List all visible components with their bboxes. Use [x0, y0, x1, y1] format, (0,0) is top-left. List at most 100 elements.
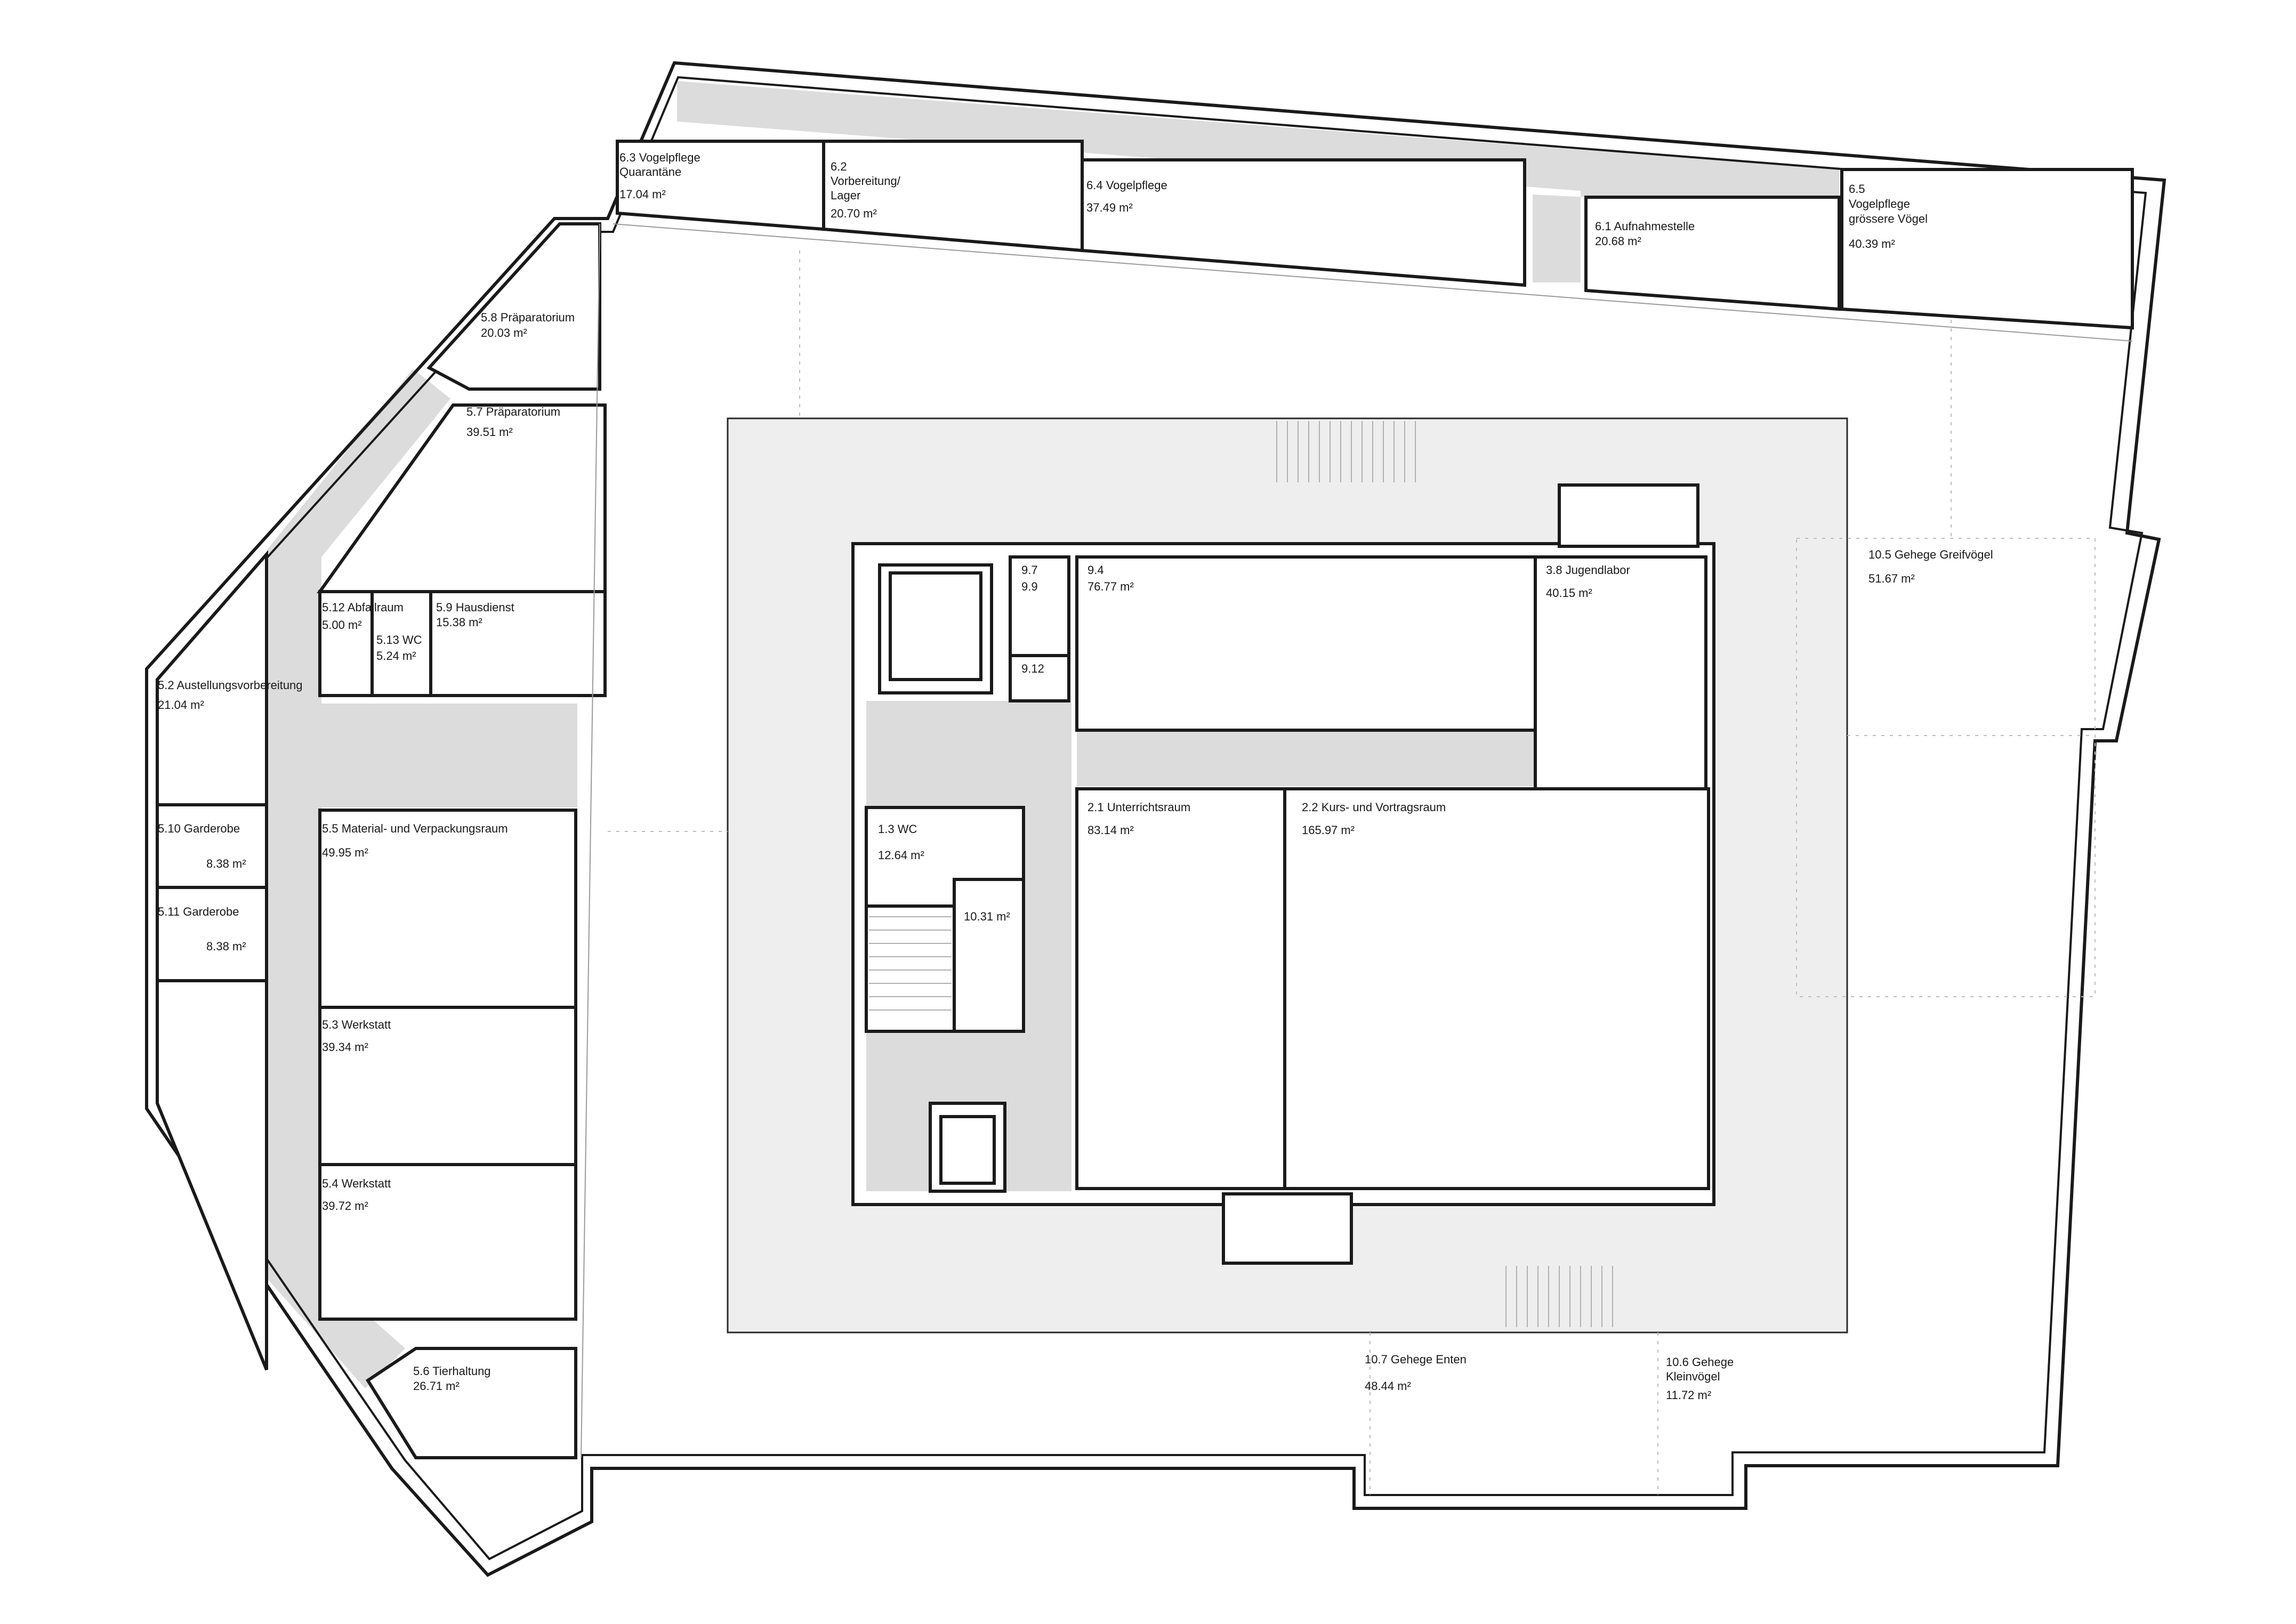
- label-10-5-name: 10.5 Gehege Greifvögel: [1868, 548, 1993, 561]
- room-6-2: [822, 140, 1084, 253]
- stairs: [869, 421, 1613, 1327]
- stair-north: [1276, 421, 1416, 482]
- label-3-8-area: 40.15 m²: [1546, 586, 1592, 600]
- room-unlabeled-west: [156, 979, 268, 1371]
- label-5-13-name: 5.13 WC: [376, 633, 422, 647]
- west-corridor-link: [321, 704, 577, 807]
- label-5-2-area: 21.04 m²: [158, 698, 204, 712]
- label-5-4-name: 5.4 Werkstatt: [322, 1177, 391, 1190]
- label-10-5-area: 51.67 m²: [1868, 572, 1915, 585]
- room-9-7: [1009, 555, 1070, 657]
- west-wing: [156, 222, 607, 1459]
- label-3-8-name: 3.8 Jugendlabor: [1546, 563, 1630, 577]
- label-5-3-area: 39.34 m²: [322, 1040, 368, 1054]
- label-6-3-area: 17.04 m²: [619, 188, 666, 201]
- label-2-2-name: 2.2 Kurs- und Vortragsraum: [1302, 801, 1446, 814]
- label-6-5-name2: Vogelpflege: [1849, 197, 1910, 211]
- label-10-6-area: 11.72 m²: [1666, 1388, 1711, 1402]
- lower-lift-cabin: [939, 1115, 996, 1185]
- label-6-4-area: 37.49 m²: [1086, 201, 1133, 214]
- label-10-7-name: 10.7 Gehege Enten: [1365, 1353, 1467, 1366]
- room-5-10: [156, 803, 268, 889]
- circulation-areas: [268, 81, 1839, 1388]
- label-1-3-name: 1.3 WC: [878, 822, 917, 836]
- lift-cabin: [889, 571, 982, 681]
- label-10-6-name: 10.6 Gehege: [1666, 1355, 1734, 1369]
- north-wing: [613, 140, 2134, 342]
- label-9-4-area: 76.77 m²: [1087, 580, 1134, 593]
- label-1-3-area: 12.64 m²: [878, 849, 924, 862]
- north-gap-3-8: [1558, 483, 1699, 548]
- room-3-8: [1534, 555, 1707, 790]
- label-5-3-name: 5.3 Werkstatt: [322, 1018, 391, 1031]
- glass-line-north: [613, 223, 2133, 342]
- central-block: [727, 417, 1848, 1334]
- label-6-2-name: 6.2: [831, 160, 847, 173]
- label-6-2-name3: Lager: [831, 189, 860, 202]
- north-corridor: [677, 81, 1839, 282]
- label-6-2-name2: Vorbereitung/: [831, 174, 901, 188]
- label-6-3-name: 6.3 Vogelpflege: [619, 151, 700, 164]
- room-9-4: [1075, 555, 1537, 732]
- corridor-east: [1077, 730, 1535, 786]
- label-2-1-name: 2.1 Unterrichtsraum: [1087, 801, 1190, 814]
- label-5-4-area: 39.72 m²: [322, 1199, 368, 1213]
- label-5-10-name: 5.10 Garderobe: [158, 822, 240, 835]
- label-5-6-area: 26.71 m²: [413, 1379, 460, 1393]
- label-6-1-area: 20.68 m²: [1595, 235, 1641, 248]
- label-10-6-name2: Kleinvögel: [1666, 1370, 1720, 1383]
- label-5-9-name: 5.9 Hausdienst: [436, 601, 514, 614]
- label-5-2-name: 5.2 Austellungsvorbereitung: [158, 678, 303, 692]
- enclosure-10-5: [1796, 538, 2096, 997]
- stair-core-steps: [869, 916, 952, 1011]
- room-5-9: [429, 590, 607, 697]
- label-6-3-name2: Quarantäne: [619, 165, 681, 179]
- room-2-1: [1075, 787, 1286, 1190]
- label-2-2-area: 165.97 m²: [1302, 823, 1355, 837]
- label-5-5-name: 5.5 Material- und Verpackungsraum: [322, 822, 508, 835]
- label-5-12-area: 5.00 m²: [322, 618, 362, 632]
- label-5-6-name: 5.6 Tierhaltung: [413, 1364, 491, 1378]
- label-5-8-name: 5.8 Präparatorium: [481, 311, 575, 324]
- room-9-12: [1009, 654, 1070, 702]
- label-6-5-name: 6.5: [1849, 182, 1865, 196]
- room-5-11: [156, 886, 268, 982]
- label-9-7: 9.7: [1021, 563, 1038, 577]
- label-6-2-area: 20.70 m²: [831, 207, 877, 220]
- stair-south: [1505, 1266, 1613, 1327]
- label-5-10-area: 8.38 m²: [206, 857, 246, 870]
- room-2-2: [1283, 787, 1710, 1190]
- label-5-11-name: 5.11 Garderobe: [158, 905, 239, 918]
- room-5-4: [318, 1163, 577, 1321]
- label-6-5-name3: grössere Vögel: [1849, 212, 1928, 225]
- room-wc-2: [953, 878, 1025, 1033]
- label-5-12-name: 5.12 Abfallraum: [322, 601, 404, 614]
- label-6-1-name: 6.1 Aufnahmestelle: [1595, 220, 1695, 233]
- label-10-7-area: 48.44 m²: [1365, 1379, 1411, 1393]
- glass-line-west: [581, 223, 600, 1458]
- label-5-11-area: 8.38 m²: [206, 940, 246, 953]
- enclosure-dashed-lines: [608, 251, 2096, 1495]
- label-5-13-area: 5.24 m²: [376, 649, 416, 662]
- label-6-5-area: 40.39 m²: [1849, 237, 1895, 251]
- room-6-5: [1840, 168, 2134, 330]
- label-9-4-name: 9.4: [1087, 563, 1104, 577]
- label-5-5-area: 49.95 m²: [322, 846, 368, 859]
- room-5-5: [318, 809, 577, 1009]
- outer-wall: [145, 61, 2166, 1577]
- room-5-13: [370, 590, 432, 697]
- room-5-6: [365, 1347, 577, 1459]
- label-9-9: 9.9: [1021, 580, 1038, 593]
- south-gap: [1222, 1192, 1353, 1265]
- label-5-8-area: 20.03 m²: [481, 326, 527, 340]
- label-2-1-area: 83.14 m²: [1087, 823, 1134, 837]
- room-5-8: [426, 222, 601, 391]
- room-6-4: [1081, 158, 1526, 287]
- room-6-1: [1584, 196, 1841, 311]
- stair-core: [865, 904, 956, 1033]
- label-9-12: 9.12: [1021, 662, 1044, 675]
- label-6-4-name: 6.4 Vogelpflege: [1086, 179, 1167, 192]
- label-5-7-name: 5.7 Präparatorium: [466, 405, 560, 418]
- label-5-7-area: 39.51 m²: [466, 425, 513, 439]
